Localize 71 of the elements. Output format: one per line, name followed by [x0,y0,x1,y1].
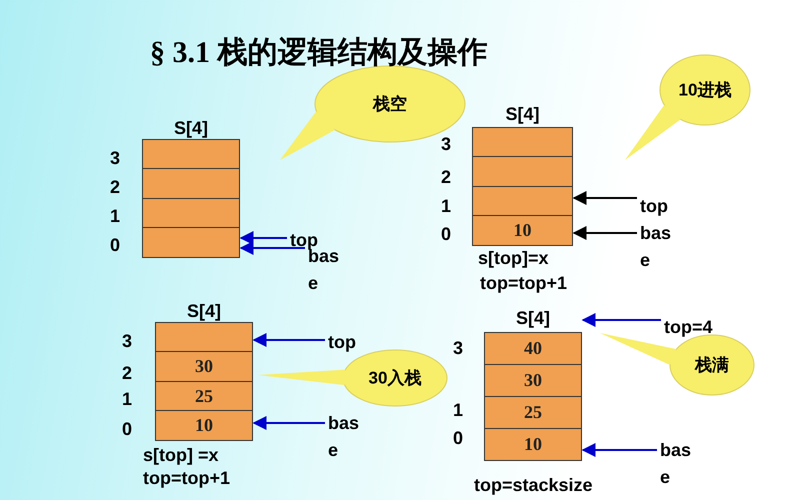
stack-cell [155,380,253,412]
stack-heading: S[4] [505,104,540,126]
cell-value: 25 [524,402,542,423]
stack-cell [142,198,240,228]
pointer-label: bas e [660,437,700,491]
stack-cell [484,396,582,429]
formula-text: top=top+1 [143,467,230,489]
cell-value: 25 [195,386,213,406]
pointer-label: top=4 [664,314,734,341]
formula-text: top=stacksize [474,474,593,496]
stack [472,104,573,246]
arrow [582,313,661,327]
callout-text: 栈满 [695,354,729,376]
index-number: 2 [122,362,132,384]
cell-value: 30 [524,370,542,391]
arrow [582,443,657,457]
index-number: 0 [122,418,132,440]
stack-heading: S[4] [174,118,208,140]
stack [484,308,582,461]
index-number: 0 [110,234,120,256]
index-number: 0 [441,223,452,245]
arrow [252,416,325,430]
index-number: 3 [441,133,452,155]
title: § 3.1 栈的逻辑结构及操作 [150,35,488,71]
index-number: 3 [453,337,464,359]
cell-value: 30 [195,356,213,377]
arrow [572,191,637,205]
arrow [240,231,287,245]
cell-value: 10 [524,434,542,455]
formula-text: s[top] =x [143,444,219,466]
cell-value: 10 [195,415,213,436]
formula-text: s[top]=x [478,247,549,269]
stack-cell [155,410,253,441]
pointer-label: top [640,193,684,220]
index-number: 1 [110,205,120,227]
stack-heading: S[4] [516,308,550,330]
stack [155,301,253,441]
cell-value: 10 [514,220,532,241]
callout-text: 30入栈 [368,368,422,390]
index-number: 3 [122,330,132,352]
stack-cell [142,138,240,170]
pointer-label: bas e [328,410,368,464]
stack-cell [484,332,582,365]
stack-cell [142,227,240,258]
arrow [240,241,305,255]
index-number: 1 [453,399,464,421]
stack-cell [484,364,582,397]
index-number: 2 [441,166,452,188]
formula-text: top=top+1 [480,272,568,294]
stack-cell [472,186,573,216]
arrow [572,226,637,240]
index-number: 2 [110,176,120,198]
stack-heading: S[4] [186,301,221,323]
stack-cell [155,322,253,352]
arrow [252,333,325,347]
pointer-label: top [328,329,372,356]
callout-text: 栈空 [373,94,407,116]
index-number: 3 [110,147,120,169]
stack-cell [484,428,582,461]
stack [142,118,240,258]
pointer-label: bas e [640,220,680,274]
stack-cell [155,351,253,382]
index-number: 1 [441,195,452,217]
index-number: 1 [122,388,132,410]
index-number: 0 [453,427,464,449]
stack-cell [472,126,573,158]
callout-text: 10进栈 [678,80,732,102]
stack-cell [472,156,573,187]
stack-cell [142,168,240,199]
cell-value: 40 [524,338,542,359]
stack-cell [472,215,573,246]
